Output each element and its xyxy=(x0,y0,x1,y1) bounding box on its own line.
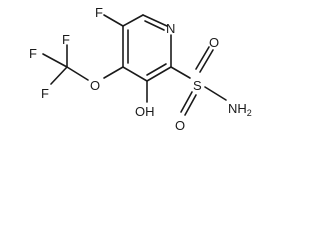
atom-amide-group: NH2 xyxy=(228,101,252,118)
bond-ring-c6-n-inner xyxy=(144,20,165,31)
atom-ether-oxygen: O xyxy=(90,78,100,93)
atom-fluoro-top: F xyxy=(95,5,103,20)
bond-ring-c2-c3-inner xyxy=(146,63,167,76)
bond-ring-c2-c3 xyxy=(146,66,172,82)
bond-ring-c3-c4 xyxy=(122,66,148,82)
bond-ring-c6-n xyxy=(142,14,168,27)
bond-c2-sulfur xyxy=(170,66,191,79)
atom-cf3-fluoro-bottom: F xyxy=(41,86,49,101)
atom-cf3-fluoro-top: F xyxy=(62,32,70,47)
atom-sulfur: S xyxy=(193,78,202,93)
bond-c4-ether-oxygen xyxy=(103,66,124,79)
bond-c5-fluoro xyxy=(103,14,124,27)
bond-cf3-fluoro-left xyxy=(42,53,68,68)
chemical-structure-diagram: F N S O O NH2 O F F F OH xyxy=(29,5,252,133)
amide-subscript: 2 xyxy=(247,108,252,118)
atom-sulfonyl-oxygen-bottom: O xyxy=(175,118,185,133)
bond-cf3-fluoro-bottom xyxy=(50,66,68,85)
bond-sulfur-amide xyxy=(204,86,227,101)
bond-sulfur-oxygen-bottom-b xyxy=(184,94,197,116)
bond-sulfur-oxygen-top-a xyxy=(195,46,210,70)
structure-canvas: F N S O O NH2 O F F F OH xyxy=(0,0,272,138)
bond-sulfur-oxygen-top-b xyxy=(199,49,214,73)
bond-ether-oxygen-cf3 xyxy=(66,66,89,81)
atom-hydroxyl: OH xyxy=(135,104,155,119)
atom-sulfonyl-oxygen-top: O xyxy=(209,35,219,50)
bond-sulfur-oxygen-bottom-a xyxy=(180,91,193,113)
amide-nh-text: NH xyxy=(228,101,247,116)
bond-ring-c5-c6 xyxy=(122,14,144,27)
atom-ring-nitrogen: N xyxy=(166,21,175,36)
atom-cf3-fluoro-left: F xyxy=(29,46,37,61)
